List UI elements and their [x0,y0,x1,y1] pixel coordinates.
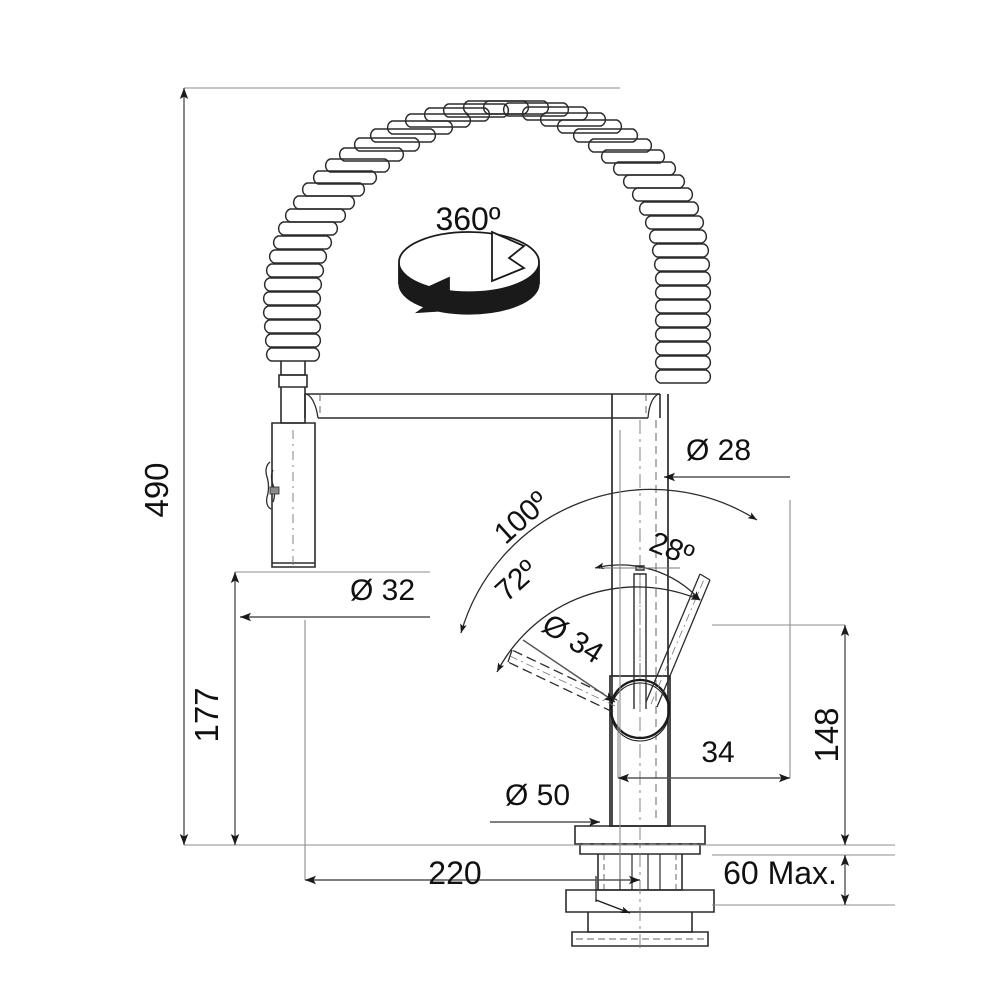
rotation-band-outline [398,231,540,263]
rotation-arrow-light [491,230,526,283]
label-dia32: Ø 32 [350,574,415,607]
arc-100deg [460,488,758,634]
spray-mode-lever [265,461,280,510]
label-60max: 60 Max. [723,855,837,891]
mounting-base [565,825,715,950]
spring-coil-right-leg [462,100,712,384]
dimension-lines [179,88,850,905]
label-dia28: Ø 28 [686,434,751,467]
label-220: 220 [428,855,481,891]
label-dia50: Ø 50 [505,779,570,812]
rotation-arrow-dark [414,276,450,314]
label-148: 148 [808,707,845,762]
spring-coil-left-leg [262,103,510,362]
spring-coil-spout [262,100,712,384]
rotation-symbol-360 [398,230,540,315]
arc-28deg [594,562,701,601]
leader-dia34 [522,639,616,703]
horizontal-arm [304,393,661,419]
label-34-offset: 34 [701,736,734,769]
label-360deg: 360º [435,201,500,237]
angle-arcs [460,488,758,673]
spray-head [265,361,316,568]
label-177: 177 [188,687,225,742]
label-490: 490 [138,462,175,517]
